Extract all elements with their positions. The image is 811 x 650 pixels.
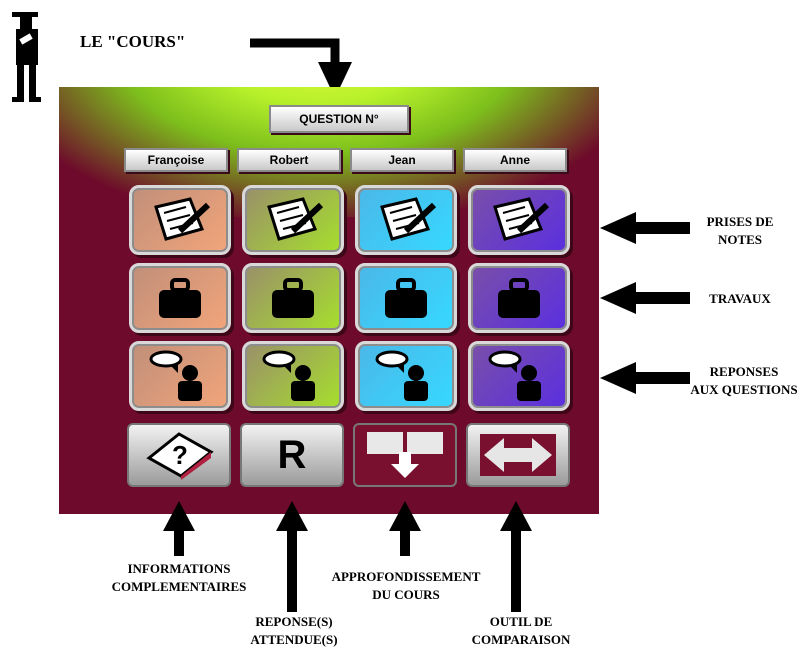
student-tab-0[interactable]: Françoise: [124, 148, 228, 172]
briefcase-icon: [385, 278, 427, 318]
student-tab-3[interactable]: Anne: [463, 148, 567, 172]
notepad-pencil-icon: [380, 197, 436, 241]
comparison-tool-button[interactable]: [466, 423, 570, 487]
answers-tile-1[interactable]: [242, 341, 344, 411]
briefcase-icon: [272, 278, 314, 318]
speech-person-icon: [488, 350, 541, 401]
answers-tile-3[interactable]: [468, 341, 570, 411]
question-book-icon: ?: [146, 432, 214, 480]
works-tile-0[interactable]: [129, 263, 231, 333]
notepad-pencil-icon: [154, 197, 210, 241]
student-tab-1[interactable]: Robert: [237, 148, 341, 172]
down-arrow-icon: [367, 432, 443, 478]
course-panel: QUESTION N° Françoise Robert Jean Anne: [59, 87, 599, 514]
briefcase-icon: [159, 278, 201, 318]
student-tab-2[interactable]: Jean: [350, 148, 454, 172]
graduate-figure-icon: [12, 12, 41, 102]
answers-tile-2[interactable]: [355, 341, 457, 411]
works-tile-2[interactable]: [355, 263, 457, 333]
expected-answer-tool-button[interactable]: R: [240, 423, 344, 487]
notes-tile-1[interactable]: [242, 185, 344, 255]
speech-person-icon: [375, 350, 428, 401]
works-tile-3[interactable]: [468, 263, 570, 333]
callout-travaux: TRAVAUX: [709, 291, 771, 306]
notepad-pencil-icon: [267, 197, 323, 241]
speech-person-icon: [149, 350, 202, 401]
notes-tile-3[interactable]: [468, 185, 570, 255]
question-number-tab: QUESTION N°: [269, 105, 409, 133]
info-tool-button[interactable]: ?: [127, 423, 231, 487]
speech-person-icon: [262, 350, 315, 401]
callout-reponse-attendue: REPONSE(S)ATTENDUE(S): [250, 614, 338, 647]
works-tile-1[interactable]: [242, 263, 344, 333]
answers-tile-0[interactable]: [129, 341, 231, 411]
notes-tile-0[interactable]: [129, 185, 231, 255]
notes-tile-2[interactable]: [355, 185, 457, 255]
diagram-title: LE "COURS": [80, 32, 186, 51]
briefcase-icon: [498, 278, 540, 318]
question-glyph: ?: [172, 440, 188, 470]
double-arrow-icon: [480, 434, 556, 476]
notepad-pencil-icon: [493, 197, 549, 241]
deepening-tool-button[interactable]: [353, 423, 457, 487]
letter-r-icon: R: [277, 432, 307, 477]
